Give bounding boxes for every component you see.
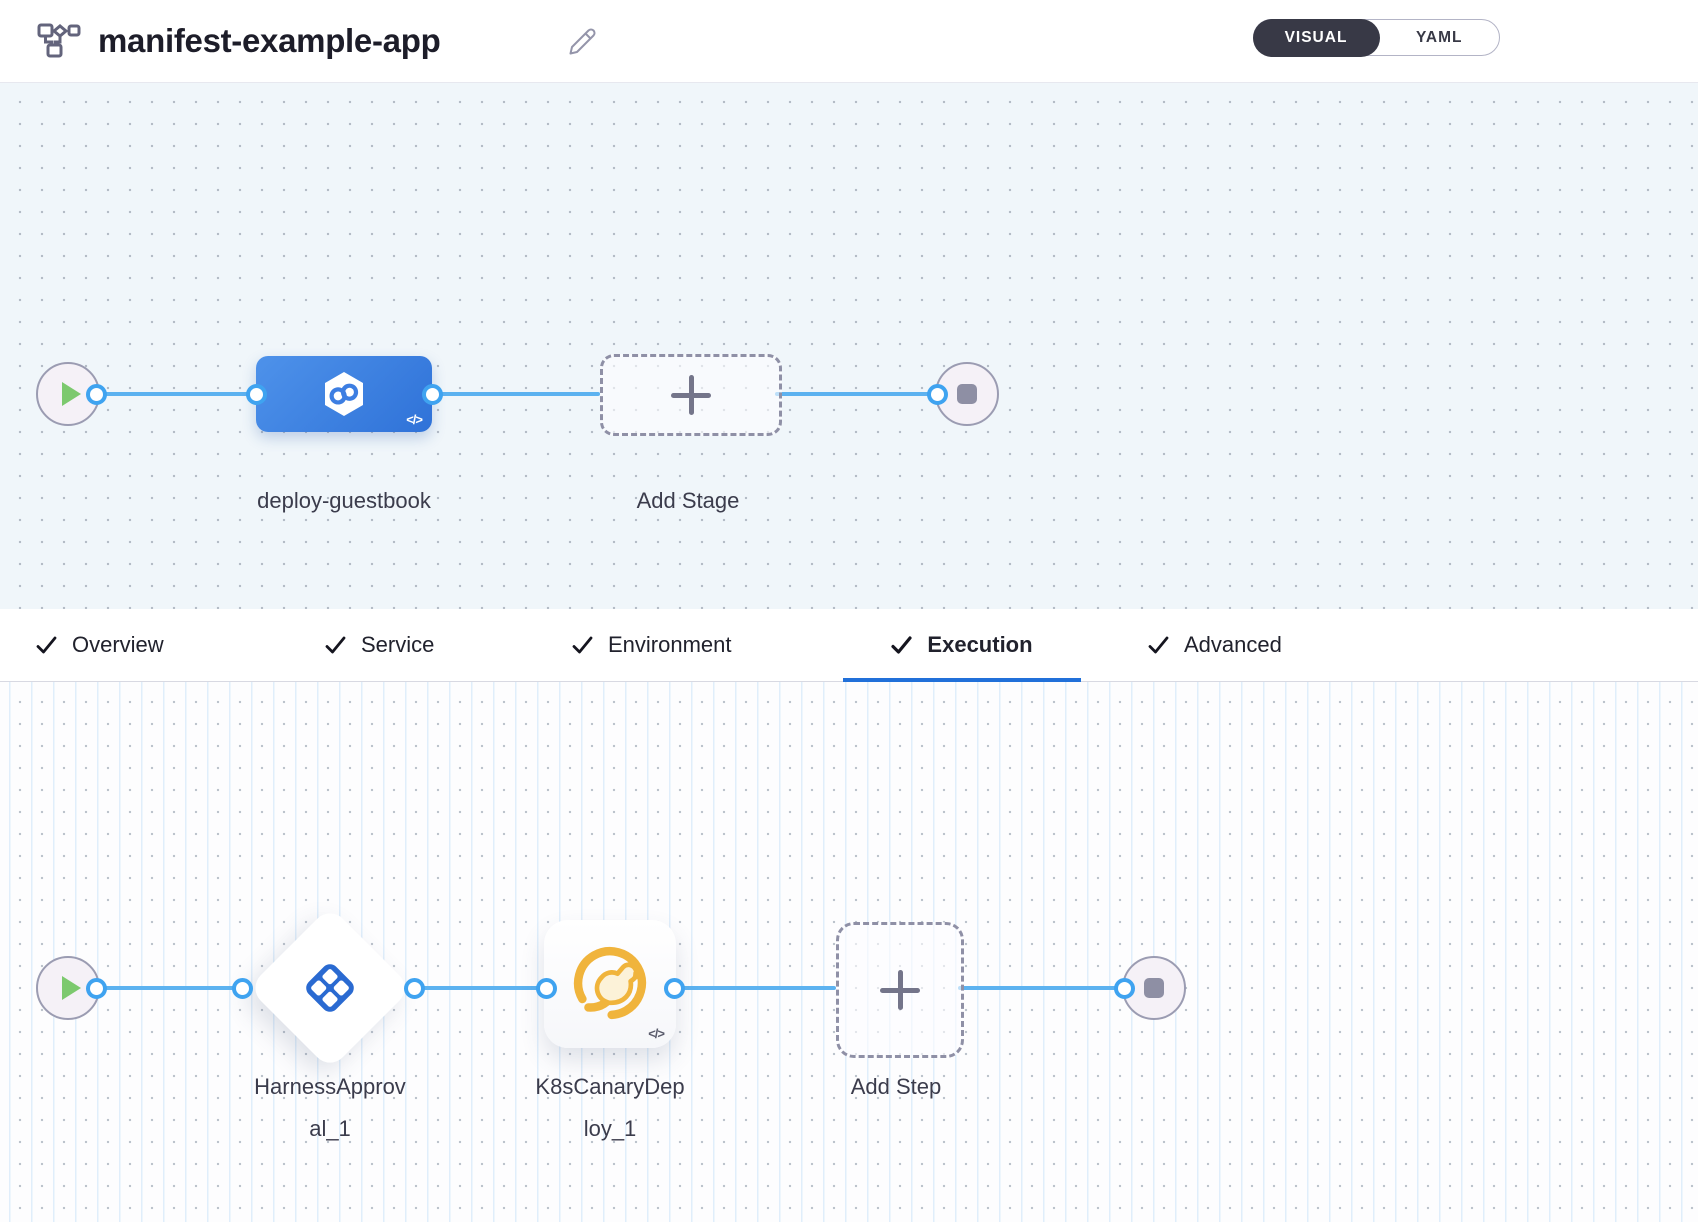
edit-pencil-icon[interactable]	[566, 24, 600, 63]
execution-graph-canvas[interactable]: </> HarnessApproval_1 K8sCanaryDeploy_1 …	[0, 682, 1698, 1222]
stage-node-deploy-guestbook[interactable]: </>	[256, 356, 432, 432]
tab-advanced[interactable]: Advanced	[1148, 609, 1282, 682]
connector-port	[245, 383, 267, 405]
edge	[432, 392, 600, 396]
add-step-button[interactable]	[836, 922, 964, 1058]
play-icon	[61, 976, 81, 1000]
stage-graph-canvas[interactable]: </> deploy-guestbook Add Stage	[0, 82, 1698, 609]
stage-config-tabs: Overview Service Environment Execution A…	[0, 609, 1698, 682]
tab-label: Advanced	[1184, 631, 1282, 657]
tab-label: Overview	[72, 631, 164, 657]
edge	[96, 986, 244, 990]
checkmark-icon	[1148, 636, 1169, 654]
edge	[412, 986, 546, 990]
view-mode-toggle: VISUAL YAML	[1252, 18, 1500, 57]
stage-label: deploy-guestbook	[257, 488, 431, 513]
tab-overview[interactable]: Overview	[36, 609, 164, 682]
edge	[674, 986, 836, 990]
page-title: manifest-example-app	[98, 22, 441, 59]
connector-port	[85, 977, 107, 999]
toggle-yaml-button[interactable]: YAML	[1416, 28, 1463, 46]
stop-icon	[1144, 978, 1164, 998]
connector-port	[1113, 977, 1135, 999]
tab-service[interactable]: Service	[325, 609, 434, 682]
plus-icon	[880, 970, 920, 1010]
connector-port	[231, 977, 253, 999]
edge	[958, 986, 1124, 990]
toggle-visual-button[interactable]: VISUAL	[1252, 18, 1380, 57]
add-stage-button[interactable]	[600, 354, 782, 436]
plus-icon	[671, 375, 711, 415]
checkmark-icon	[325, 636, 346, 654]
tab-label: Environment	[608, 631, 732, 657]
play-icon	[61, 382, 81, 406]
deployment-hexagon-infinity-icon	[320, 370, 368, 418]
tab-environment[interactable]: Environment	[572, 609, 732, 682]
edge	[775, 392, 937, 396]
tab-label: Execution	[927, 631, 1033, 657]
end-node	[935, 362, 999, 426]
header: manifest-example-app VISUAL YAML	[0, 0, 1698, 83]
connector-port	[535, 977, 557, 999]
connector-port	[85, 383, 107, 405]
canary-bird-icon	[565, 939, 655, 1029]
edge	[96, 392, 256, 396]
tab-label: Service	[361, 631, 435, 657]
connector-port	[421, 383, 443, 405]
connector-port	[926, 383, 948, 405]
add-step-label: Add Step	[850, 1074, 942, 1099]
approval-diamond-icon	[299, 957, 361, 1019]
step-label-k8s-canary-deploy: K8sCanaryDeploy_1	[535, 1074, 685, 1141]
checkmark-icon	[891, 635, 913, 654]
step-node-k8s-canary-deploy[interactable]: </>	[544, 920, 676, 1048]
step-label-harness-approval: HarnessApproval_1	[254, 1074, 406, 1141]
stop-icon	[957, 384, 977, 404]
add-stage-label: Add Stage	[636, 488, 740, 513]
connector-port	[403, 977, 425, 999]
tab-execution[interactable]: Execution	[843, 609, 1081, 682]
code-icon: </>	[406, 412, 423, 427]
pipeline-graph-icon	[36, 21, 82, 68]
step-node-harness-approval[interactable]	[247, 905, 413, 1071]
code-icon: </>	[648, 1026, 665, 1041]
connector-port	[663, 977, 685, 999]
checkmark-icon	[572, 636, 593, 654]
checkmark-icon	[36, 636, 57, 654]
